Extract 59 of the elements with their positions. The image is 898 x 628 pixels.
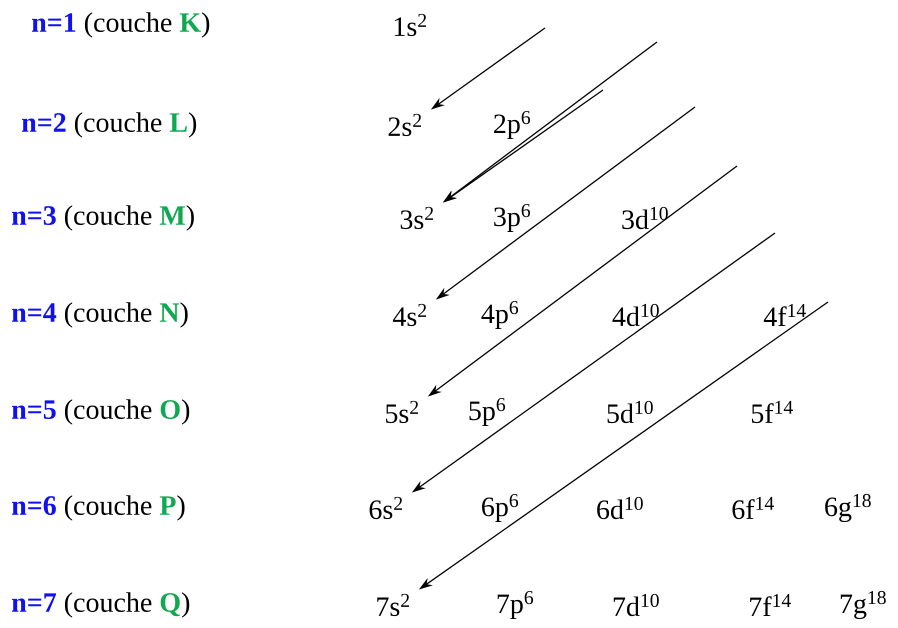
subshell-label: 7d$^{10}$ xyxy=(614,594,659,616)
label: n=4 xyxy=(12,303,56,322)
row-label: n=5 (couche O) xyxy=(12,399,190,425)
label: ) xyxy=(202,12,210,38)
subshell-label: 6f$^{14}$ xyxy=(732,496,774,520)
label: n=7 xyxy=(12,593,56,612)
label: (couche xyxy=(64,495,152,521)
subshell-label: 5d$^{10}$ xyxy=(608,400,653,424)
subshell-label: 6d$^{10}$ xyxy=(597,496,643,520)
subshell-label: 5f$^{14}$ xyxy=(752,400,793,424)
label: n=6 xyxy=(12,496,56,515)
label: n=5 xyxy=(12,400,56,419)
label: ) xyxy=(182,592,190,618)
subshell-label: 6g$^{18}$ xyxy=(825,494,871,522)
subshell-label: 5s$^{2}$ xyxy=(386,400,418,424)
label: M xyxy=(160,206,185,225)
label: O xyxy=(160,400,180,419)
label: n=3 xyxy=(12,206,56,225)
row-label: n=3 (couche M) xyxy=(12,205,194,231)
subshell-label: 6p$^{6}$ xyxy=(482,494,518,522)
label: n=2 xyxy=(22,113,66,132)
subshell-label: 6s$^{2}$ xyxy=(370,496,402,520)
label: ) xyxy=(180,302,188,328)
row-label: n=6 (couche P) xyxy=(12,495,185,521)
label: P xyxy=(160,496,176,515)
label: (couche xyxy=(64,399,152,425)
subshell-label: 4f$^{14}$ xyxy=(764,304,806,326)
subshell-label: 3p$^{6}$ xyxy=(494,204,530,232)
subshell-label: 1s$^{2}$ xyxy=(394,14,426,36)
row-label: n=4 (couche N) xyxy=(12,302,188,328)
subshell-label: 4s$^{2}$ xyxy=(392,304,426,326)
label: n=1 xyxy=(32,13,76,32)
subshell-label: 5p$^{6}$ xyxy=(469,398,506,426)
subshell-label: 7s$^{2}$ xyxy=(377,594,410,616)
subshell-label: 2p$^{6}$ xyxy=(494,111,530,139)
label: K xyxy=(180,13,201,32)
subshell-label: 3s$^{2}$ xyxy=(400,206,434,230)
label: ) xyxy=(177,495,185,521)
label: ) xyxy=(182,399,190,425)
label: ) xyxy=(186,205,194,231)
label: N xyxy=(160,303,180,322)
subshell-label: 4p$^{6}$ xyxy=(481,301,518,329)
label: (couche xyxy=(64,205,152,231)
row-label: n=7 (couche Q) xyxy=(12,592,190,618)
subshell-label: 7g$^{18}$ xyxy=(840,590,886,620)
subshell-label: 3d$^{10}$ xyxy=(622,206,668,230)
subshell-label: 7p$^{6}$ xyxy=(498,591,534,619)
label: Q xyxy=(160,593,180,616)
label: L xyxy=(170,113,187,132)
subshell-label: 7f$^{14}$ xyxy=(750,594,791,616)
label: (couche xyxy=(74,112,162,138)
label: ) xyxy=(188,112,196,138)
subshell-label: 4d$^{10}$ xyxy=(612,304,659,326)
label: (couche xyxy=(64,302,152,328)
row-label: n=1 (couche K) xyxy=(32,12,210,38)
label: (couche xyxy=(64,592,152,618)
label: (couche xyxy=(84,12,172,38)
subshell-label: 2s$^{2}$ xyxy=(388,114,422,136)
row-label: n=2 (couche L) xyxy=(22,112,196,138)
